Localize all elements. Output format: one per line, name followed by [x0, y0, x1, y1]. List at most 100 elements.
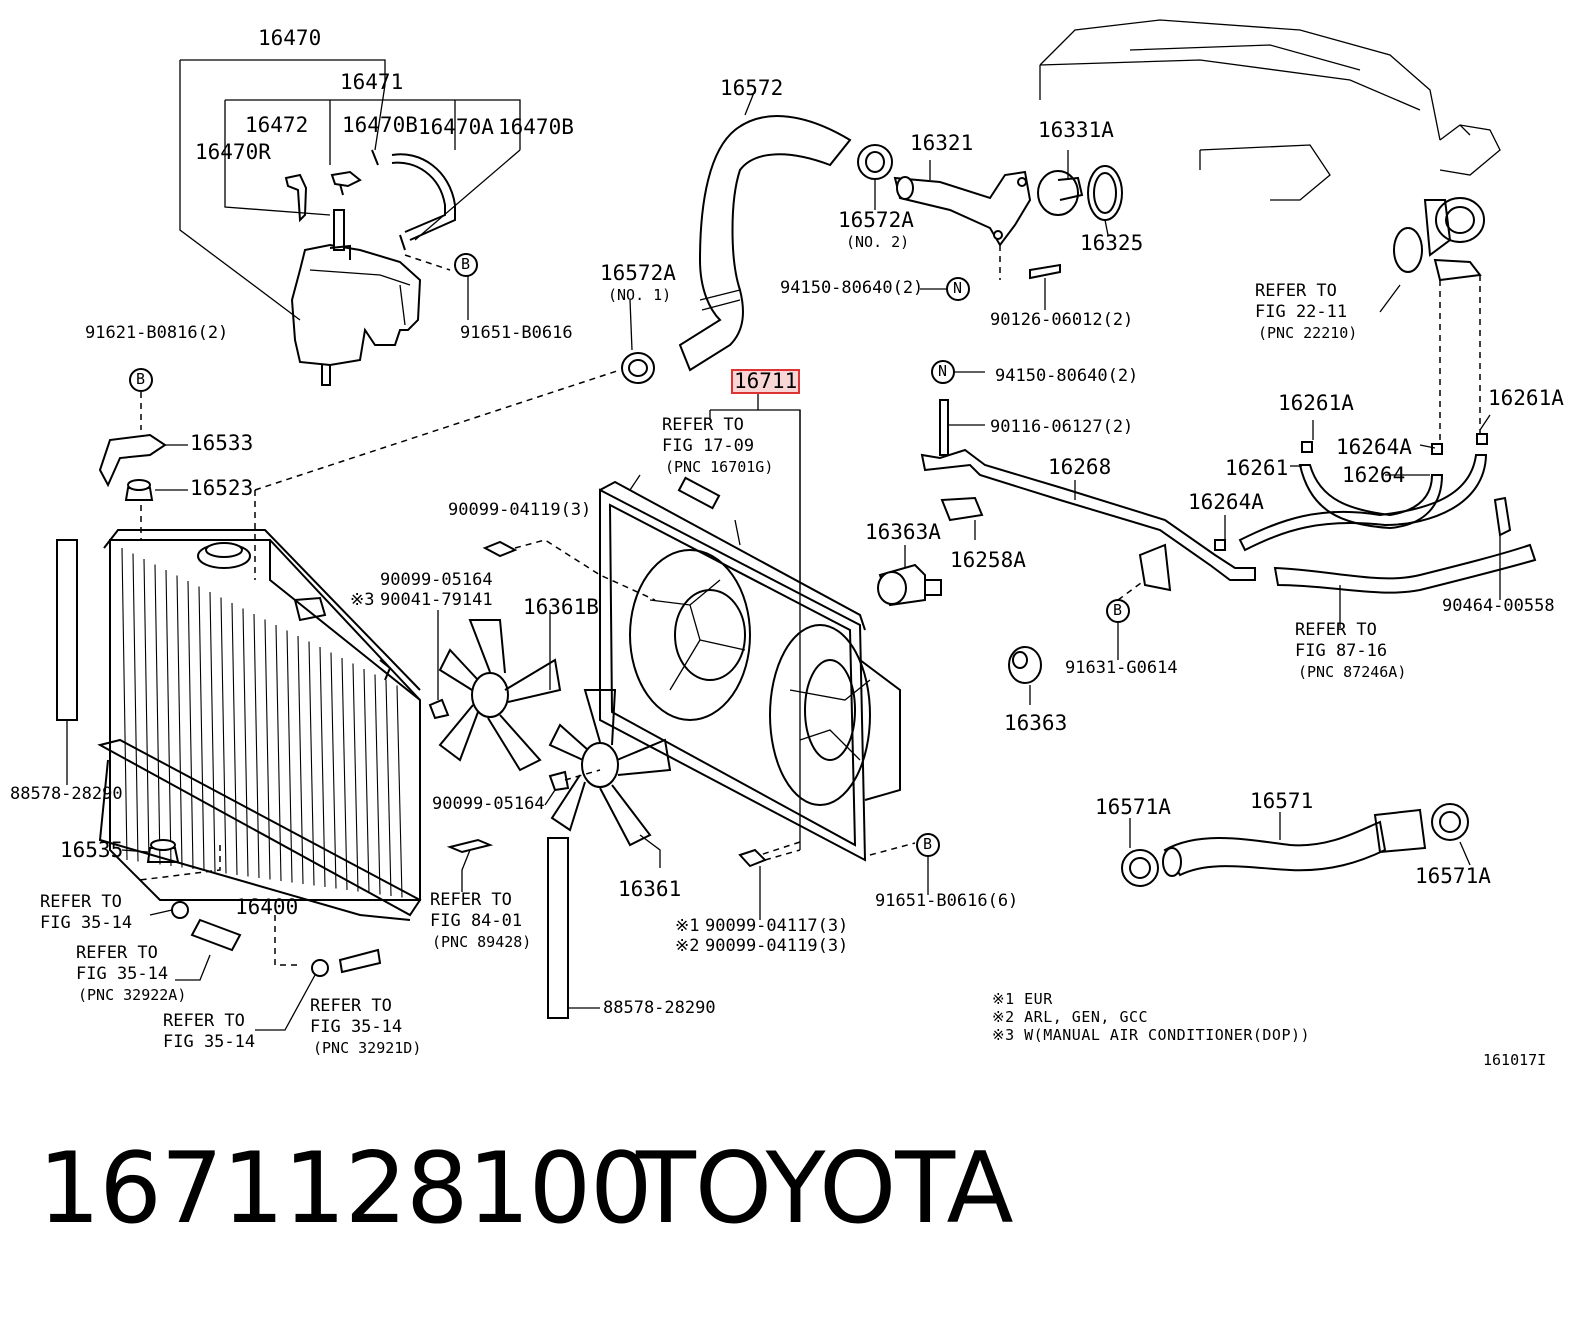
circle-n-letter: N: [953, 279, 963, 297]
engine-outline-drawing: [1039, 19, 1501, 201]
part-label-16470b-2[interactable]: 16470B: [498, 115, 574, 139]
part-label-90041[interactable]: 90041-79141: [380, 590, 493, 610]
part-label-90099-05164-2[interactable]: 90099-05164: [432, 794, 545, 814]
refer-87-16-line2[interactable]: FIG 87-16: [1295, 641, 1388, 661]
refer-17-09-line2[interactable]: FIG 17-09: [662, 436, 755, 456]
refer-22-11-line1: REFER TO: [1255, 281, 1337, 301]
part-label-16470r[interactable]: 16470R: [195, 140, 271, 164]
part-label-16471[interactable]: 16471: [340, 70, 404, 94]
note-mark-2: ※2: [675, 936, 700, 956]
refer-35-14-b-line2[interactable]: FIG 35-14: [76, 964, 169, 984]
part-label-16361[interactable]: 16361: [618, 877, 682, 901]
part-label-16470a[interactable]: 16470A: [418, 115, 494, 139]
thermostat-drawing: [1037, 150, 1123, 236]
fan-motor-16363-drawing: [1008, 646, 1042, 705]
footnote-2: ※2 ARL, GEN, GCC: [992, 1008, 1149, 1026]
part-label-90099-04119-2[interactable]: 90099-04119(3): [705, 936, 849, 956]
reservoir-tank-drawing: [179, 59, 521, 386]
part-label-16572a-no1[interactable]: 16572A: [600, 261, 676, 285]
grommet-16535-drawing: [121, 839, 180, 863]
fan-motor-16363A-drawing: [877, 545, 942, 607]
lower-hose-drawing: [1121, 803, 1471, 887]
part-label-91651-b0616-6[interactable]: 91651-B0616(6): [875, 891, 1019, 911]
circle-b-marker: [454, 253, 478, 277]
refer-87-16-line1: REFER TO: [1295, 620, 1377, 640]
part-label-90464[interactable]: 90464-00558: [1442, 596, 1555, 616]
refer-35-14-d-line1: REFER TO: [310, 996, 392, 1016]
part-label-16264a-1[interactable]: 16264A: [1336, 435, 1412, 459]
part-label-16711-highlighted[interactable]: 16711: [730, 369, 801, 394]
part-label-16470b[interactable]: 16470B: [342, 113, 418, 137]
part-label-16331a[interactable]: 16331A: [1038, 118, 1114, 142]
part-label-90099-05164-1[interactable]: 90099-05164: [380, 570, 493, 590]
refer-17-09-line3: (PNC 16701G): [665, 458, 774, 476]
refer-35-14-d-line3: (PNC 32921D): [313, 1039, 422, 1057]
part-sublabel-no2: (NO. 2): [846, 233, 910, 251]
refer-22-11-line2[interactable]: FIG 22-11: [1255, 302, 1348, 322]
part-label-16535[interactable]: 16535: [60, 838, 124, 862]
part-label-16400[interactable]: 16400: [235, 895, 299, 919]
part-label-16261a-2[interactable]: 16261A: [1488, 386, 1564, 410]
refer-84-01-line1: REFER TO: [430, 890, 512, 910]
part-label-90116[interactable]: 90116-06127(2): [990, 417, 1134, 437]
part-label-16264[interactable]: 16264: [1342, 463, 1406, 487]
part-label-90099-04117[interactable]: 90099-04117(3): [705, 916, 849, 936]
part-label-16571[interactable]: 16571: [1250, 789, 1314, 813]
fan-16361B-drawing: [438, 610, 562, 772]
circle-b-letter: B: [136, 370, 146, 388]
part-label-16470[interactable]: 16470: [258, 26, 322, 50]
part-label-16321[interactable]: 16321: [910, 131, 974, 155]
part-label-94150-2[interactable]: 94150-80640(2): [995, 366, 1139, 386]
part-label-90126[interactable]: 90126-06012(2): [990, 310, 1134, 330]
refer-35-14-a-line2[interactable]: FIG 35-14: [40, 913, 133, 933]
part-label-16571a-2[interactable]: 16571A: [1415, 864, 1491, 888]
seal-strip-right: [547, 837, 569, 1019]
part-label-16363a[interactable]: 16363A: [865, 520, 941, 544]
part-label-16325[interactable]: 16325: [1080, 231, 1144, 255]
refer-35-14-d-line2[interactable]: FIG 35-14: [310, 1017, 403, 1037]
part-label-16264a-2[interactable]: 16264A: [1188, 490, 1264, 514]
part-label-16472[interactable]: 16472: [245, 113, 309, 137]
part-sublabel-no1: (NO. 1): [608, 286, 672, 304]
part-label-16572a-no2[interactable]: 16572A: [838, 208, 914, 232]
refer-35-14-a-line1: REFER TO: [40, 892, 122, 912]
diagram-drawing: [56, 19, 1537, 1031]
part-label-88578-1[interactable]: 88578-28290: [10, 784, 123, 804]
note-mark-1: ※1: [675, 916, 700, 936]
refer-84-01-line3: (PNC 89428): [432, 933, 532, 951]
heater-hose-drawing: [1106, 496, 1537, 660]
bypass-hoses-drawing: [1214, 414, 1491, 552]
part-label-16363[interactable]: 16363: [1004, 711, 1068, 735]
part-number-caption: 1671128100: [38, 1132, 653, 1246]
bracket-16533-drawing: [98, 368, 188, 488]
throttle-body-drawing: [1379, 197, 1485, 440]
part-label-16572[interactable]: 16572: [720, 76, 784, 100]
part-label-16261[interactable]: 16261: [1225, 456, 1289, 480]
footnote-1: ※1 EUR: [992, 990, 1053, 1008]
seal-strip-left: [56, 539, 78, 721]
grommet-16523-drawing: [124, 479, 188, 501]
part-label-94150-1[interactable]: 94150-80640(2): [780, 278, 924, 298]
upper-hose-drawing: [621, 89, 893, 384]
part-label-16571a-1[interactable]: 16571A: [1095, 795, 1171, 819]
part-label-91651-b0616[interactable]: 91651-B0616: [460, 323, 573, 343]
part-label-16258a[interactable]: 16258A: [950, 548, 1026, 572]
part-label-16533[interactable]: 16533: [190, 431, 254, 455]
part-label-16361b[interactable]: 16361B: [523, 595, 599, 619]
refer-35-14-c-line1: REFER TO: [163, 1011, 245, 1031]
part-label-16261a-1[interactable]: 16261A: [1278, 391, 1354, 415]
part-label-91621[interactable]: 91621-B0816(2): [85, 323, 229, 343]
refer-84-01-line2[interactable]: FIG 84-01: [430, 911, 523, 931]
refer-35-14-c-line2[interactable]: FIG 35-14: [163, 1032, 256, 1052]
part-label-90099-04119-3[interactable]: 90099-04119(3): [448, 500, 592, 520]
circle-b-letter: B: [923, 835, 933, 853]
part-label-91631[interactable]: 91631-G0614: [1065, 658, 1178, 678]
part-label-16268[interactable]: 16268: [1048, 455, 1112, 479]
bolts-drawing: [428, 539, 940, 920]
note-mark-3: ※3: [350, 590, 375, 610]
part-label-88578-2[interactable]: 88578-28290: [603, 998, 716, 1018]
circle-b-letter: B: [461, 255, 471, 273]
fan-16361-drawing: [548, 689, 672, 868]
refer-22-11-line3: (PNC 22210): [1258, 324, 1358, 342]
part-label-16523[interactable]: 16523: [190, 476, 254, 500]
